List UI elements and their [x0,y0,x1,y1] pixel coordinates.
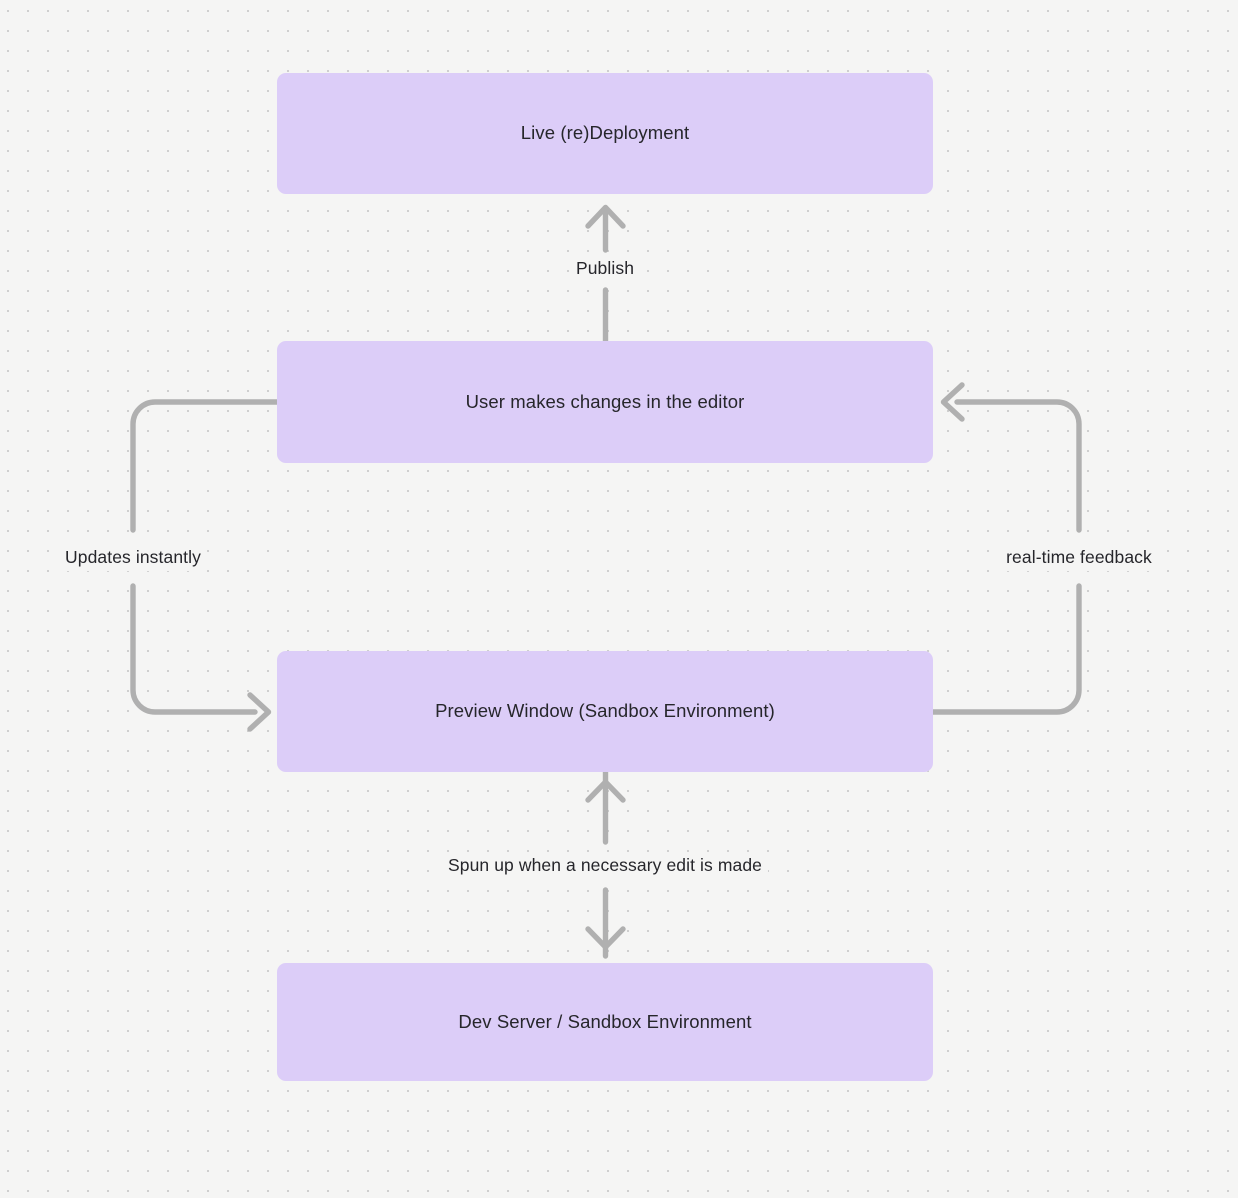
node-label: Dev Server / Sandbox Environment [458,1010,752,1032]
node-user-edits[interactable]: User makes changes in the editor [277,341,933,463]
edge-label-spun-up: Spun up when a necessary edit is made [441,853,769,879]
edge-label-real-time-feedback: real-time feedback [1000,545,1158,571]
node-preview-window[interactable]: Preview Window (Sandbox Environment) [277,651,933,772]
edge-label-updates-instantly: Updates instantly [59,545,207,571]
node-label: Preview Window (Sandbox Environment) [435,700,775,722]
node-dev-server[interactable]: Dev Server / Sandbox Environment [277,963,933,1081]
edge-label-publish: Publish [569,256,641,282]
node-label: Live (re)Deployment [520,122,690,144]
node-live-deployment[interactable]: Live (re)Deployment [277,73,933,194]
node-label: User makes changes in the editor [465,390,745,412]
